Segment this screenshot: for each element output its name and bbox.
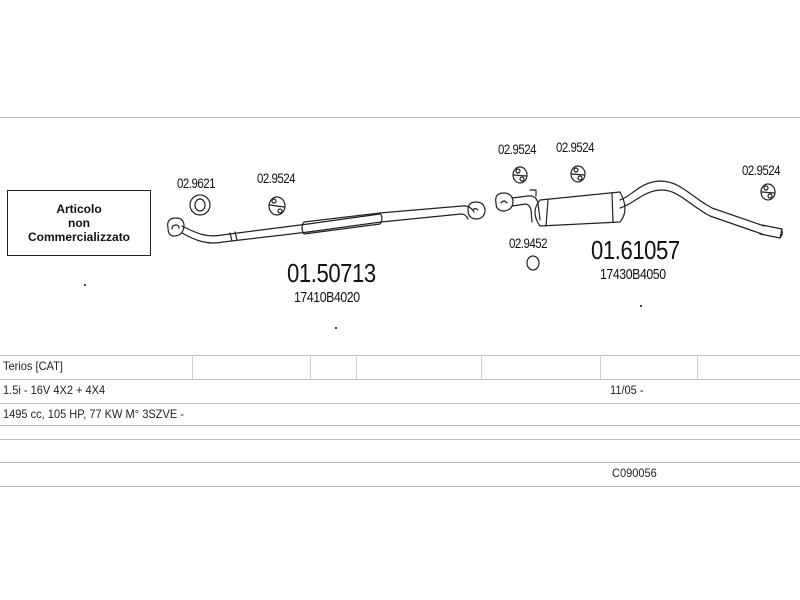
col-sep	[192, 355, 193, 379]
table-line-2	[0, 379, 800, 380]
front-pipe-assembly	[167, 201, 486, 244]
rubber-hanger-02-9524	[268, 196, 286, 216]
col-sep	[356, 355, 357, 379]
table-line-6	[0, 462, 800, 463]
rubber-hanger-02-9524-c	[570, 165, 586, 183]
oem-code: 17410B4020	[294, 289, 360, 306]
note-line: Articolo	[56, 202, 102, 216]
col-sep	[600, 355, 601, 379]
engine-details: 1495 cc, 105 HP, 77 KW M° 3SZVE -	[3, 407, 184, 421]
col-sep	[481, 355, 482, 379]
part-label: 02.9524	[742, 162, 781, 178]
part-label: 02.9524	[257, 170, 296, 186]
col-sep	[310, 355, 311, 379]
col-sep	[697, 355, 698, 379]
assembly-code: 01.50713	[287, 258, 376, 288]
part-label: 02.9621	[177, 175, 216, 191]
table-line-7	[0, 486, 800, 487]
rubber-hanger-02-9524-b	[512, 166, 528, 184]
top-border	[0, 117, 800, 118]
note-line: Commercializzato	[27, 230, 131, 244]
table-line-4	[0, 425, 800, 426]
note-line: non	[68, 216, 90, 230]
mark-dot	[84, 284, 86, 286]
not-commercialized-note: Articolo non Commercializzato	[7, 190, 151, 256]
table-line-1	[0, 355, 800, 356]
vehicle-model: Terios [CAT]	[3, 359, 63, 373]
rear-muffler-assembly	[495, 180, 783, 239]
part-label: 02.9524	[556, 139, 595, 155]
engine-spec: 1.5i - 16V 4X2 + 4X4	[3, 383, 106, 397]
mark-dot	[640, 305, 642, 307]
exhaust-diagram	[167, 165, 783, 271]
table-line-5	[0, 439, 800, 440]
production-date: 11/05 -	[610, 383, 644, 397]
gasket-ring-02-9621	[189, 194, 211, 216]
oem-code: 17430B4050	[600, 266, 666, 283]
rubber-hanger-02-9524-d	[760, 183, 776, 201]
o-ring-02-9452	[526, 255, 540, 271]
part-label: 02.9524	[498, 141, 537, 157]
assembly-code: 01.61057	[591, 235, 680, 265]
mark-dot	[335, 327, 337, 329]
table-line-3	[0, 403, 800, 404]
part-label: 02.9452	[509, 235, 548, 251]
catalog-code: C090056	[612, 466, 657, 480]
